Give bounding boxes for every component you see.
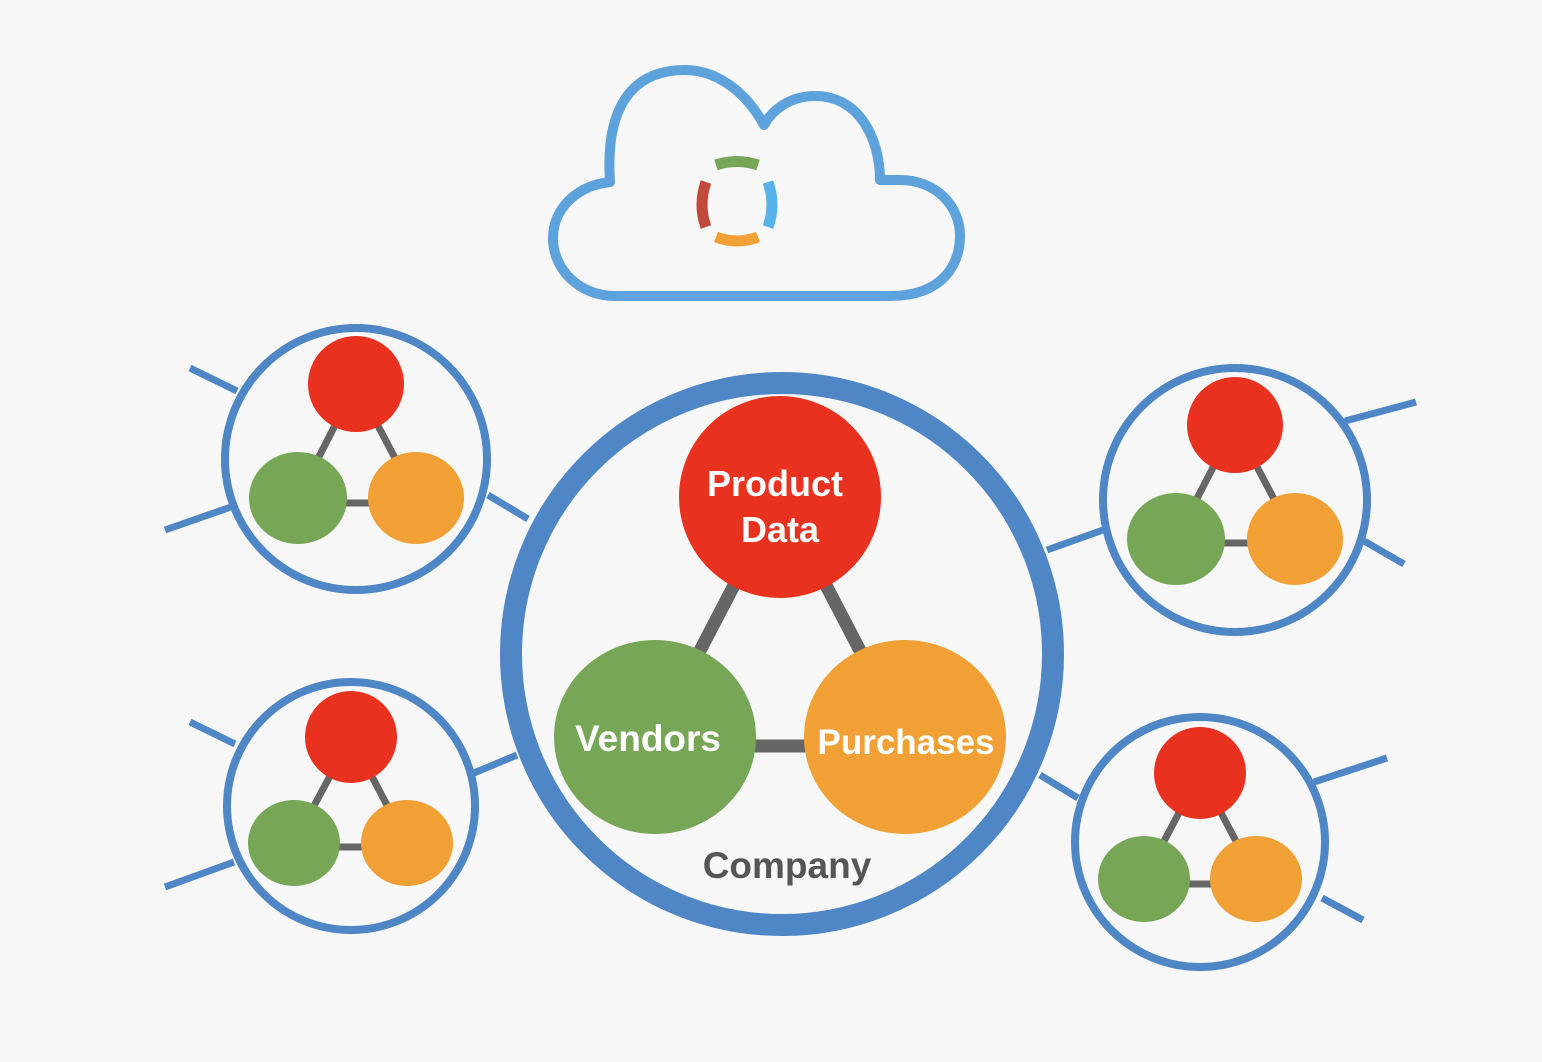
- satellite-green-node: [248, 800, 340, 886]
- connector-stub: [1312, 754, 1389, 786]
- satellite-orange-node: [1247, 493, 1343, 585]
- vendors-label: Vendors: [575, 718, 721, 759]
- purchases-node: [804, 640, 1006, 834]
- satellite-orange-node: [1210, 836, 1302, 922]
- cloud-group: [548, 65, 965, 301]
- purchases-label: Purchases: [817, 723, 994, 762]
- satellite-green-node: [1127, 493, 1225, 585]
- satellite-ring: [1099, 364, 1371, 636]
- product-data-node: [679, 396, 881, 598]
- satellite-red-node: [305, 691, 397, 783]
- connector-stub: [163, 503, 233, 534]
- satellite-red-node: [1154, 727, 1246, 819]
- satellite-bottom-right: [1071, 713, 1329, 971]
- connector-line: [1045, 526, 1105, 554]
- company-ring: [500, 372, 1064, 936]
- satellite-red-node: [308, 336, 404, 432]
- connector-stub: [188, 718, 237, 748]
- satellite-green-node: [1098, 836, 1190, 922]
- connector-lines: [163, 364, 1417, 924]
- connector-stub: [1362, 537, 1406, 568]
- product-data-label-line1: Product: [707, 463, 843, 504]
- satellite-green-node: [249, 452, 347, 544]
- company-group: Product Data Vendors Purchases Company: [500, 372, 1064, 936]
- connector-line: [1038, 772, 1080, 801]
- connector-stub: [1320, 894, 1365, 924]
- satellite-ring: [221, 324, 491, 594]
- satellite-orange-node: [361, 800, 453, 886]
- connector-stub: [188, 364, 239, 395]
- product-data-label: Product Data: [707, 463, 853, 550]
- satellite-red-node: [1187, 377, 1283, 473]
- satellite-ring: [223, 678, 479, 934]
- company-label: Company: [703, 845, 872, 886]
- satellite-top-left: [221, 324, 491, 594]
- vendors-node: [554, 640, 756, 834]
- connector-stub: [1344, 398, 1417, 425]
- product-data-label-line2: Data: [741, 509, 820, 550]
- satellite-orange-node: [368, 452, 464, 544]
- connector-stub: [163, 858, 236, 891]
- ring-logo-icon: [696, 156, 778, 247]
- cloud-icon: [548, 65, 965, 301]
- connector-line: [472, 751, 519, 777]
- satellite-ring: [1071, 713, 1329, 971]
- satellite-top-right: [1099, 364, 1371, 636]
- satellite-bottom-left: [223, 678, 479, 934]
- connector-line: [486, 491, 530, 523]
